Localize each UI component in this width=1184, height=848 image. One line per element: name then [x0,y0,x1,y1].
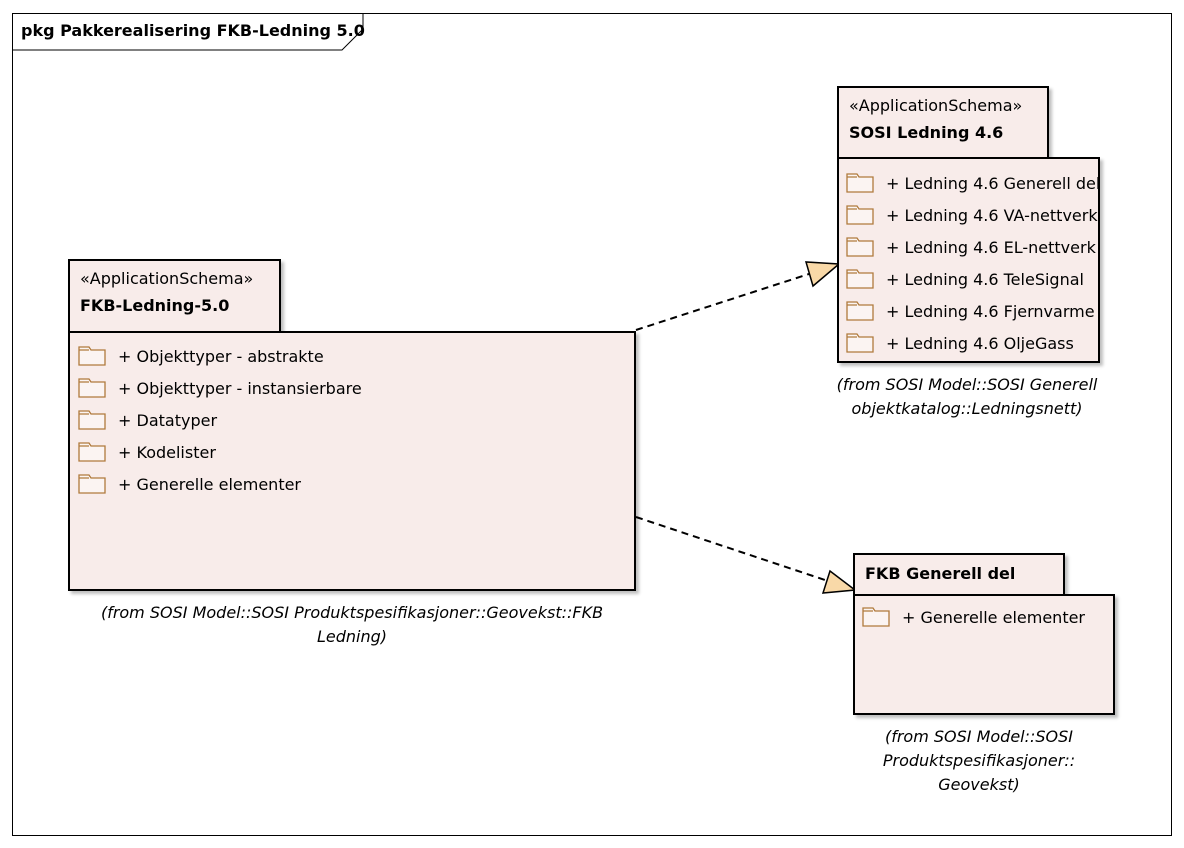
package-item-label: + Ledning 4.6 TeleSignal [886,269,1084,289]
folder-icon [846,269,874,289]
package-item[interactable]: + Ledning 4.6 TeleSignal [846,268,1084,290]
package-tab-fkb-generell[interactable]: FKB Generell del [853,553,1065,596]
package-item-label: + Ledning 4.6 VA-nettverk [886,205,1098,225]
package-item[interactable]: + Objekttyper - abstrakte [78,345,324,367]
stereotype-label: «ApplicationSchema» [80,269,254,288]
folder-icon [78,378,106,398]
package-origin-note: (from SOSI Model::SOSI Produktspesifikas… [68,601,636,649]
frame-label-tab [12,13,364,51]
package-item-label: + Objekttyper - instansierbare [118,378,362,398]
package-origin-note: (from SOSI Model::SOSI Produktspesifikas… [829,725,1129,797]
folder-icon [846,301,874,321]
folder-icon [862,607,890,627]
package-item[interactable]: + Ledning 4.6 Generell del [846,172,1100,194]
dependency-to-fkb-generell[interactable] [635,516,829,582]
origin-line: Ledning) [316,627,388,646]
dependency-to-sosi-ledning[interactable] [635,272,813,331]
package-item[interactable]: + Generelle elementer [862,606,1085,628]
origin-line: (from SOSI Model::SOSI Generell [836,375,1098,394]
origin-line: Produktspesifikasjoner:: [882,751,1076,770]
folder-icon [78,346,106,366]
dependency-arrowhead-fkb-generell [821,569,857,594]
folder-icon [846,333,874,353]
package-name: FKB Generell del [865,564,1016,583]
folder-icon [78,442,106,462]
package-item-label: + Ledning 4.6 OljeGass [886,333,1074,353]
folder-icon [78,410,106,430]
package-item[interactable]: + Kodelister [78,441,216,463]
package-item-label: + Generelle elementer [902,607,1086,627]
folder-icon [846,173,874,193]
dependency-arrowhead-sosi-ledning [804,261,841,288]
package-item[interactable]: + Generelle elementer [78,473,301,495]
package-body-fkb-generell[interactable]: + Generelle elementer [853,594,1115,715]
package-body-sosi-ledning[interactable]: + Ledning 4.6 Generell del + Ledning 4.6… [837,157,1100,363]
package-item-label: + Kodelister [118,442,216,462]
package-item[interactable]: + Objekttyper - instansierbare [78,377,362,399]
package-item[interactable]: + Ledning 4.6 OljeGass [846,332,1074,354]
package-tab-fkb-ledning[interactable]: «ApplicationSchema» FKB-Ledning-5.0 [68,259,281,333]
origin-line: (from SOSI Model::SOSI Produktspesifikas… [100,603,604,622]
folder-icon [78,474,106,494]
package-item[interactable]: + Datatyper [78,409,217,431]
package-tab-sosi-ledning[interactable]: «ApplicationSchema» SOSI Ledning 4.6 [837,86,1049,159]
package-item[interactable]: + Ledning 4.6 Fjernvarme [846,300,1095,322]
package-body-fkb-ledning[interactable]: + Objekttyper - abstrakte + Objekttyper … [68,331,636,591]
package-item-label: + Objekttyper - abstrakte [118,346,324,366]
folder-icon [846,237,874,257]
origin-line: Geovekst) [938,775,1020,794]
package-item-label: + Ledning 4.6 Generell del [886,173,1101,193]
package-item[interactable]: + Ledning 4.6 EL-nettverk [846,236,1096,258]
package-name: FKB-Ledning-5.0 [80,296,230,315]
stereotype-label: «ApplicationSchema» [849,96,1023,115]
package-origin-note: (from SOSI Model::SOSI Generell objektka… [812,373,1122,421]
frame-title: pkg Pakkerealisering FKB-Ledning 5.0 [21,21,365,40]
package-item-label: + Ledning 4.6 Fjernvarme [886,301,1095,321]
package-item-label: + Generelle elementer [118,474,302,494]
origin-line: (from SOSI Model::SOSI [884,727,1074,746]
origin-line: objektkatalog::Ledningsnett) [851,399,1083,418]
package-name: SOSI Ledning 4.6 [849,123,1004,142]
package-item[interactable]: + Ledning 4.6 VA-nettverk [846,204,1098,226]
folder-icon [846,205,874,225]
diagram-frame [12,13,1172,836]
package-item-label: + Ledning 4.6 EL-nettverk [886,237,1096,257]
package-item-label: + Datatyper [118,410,218,430]
